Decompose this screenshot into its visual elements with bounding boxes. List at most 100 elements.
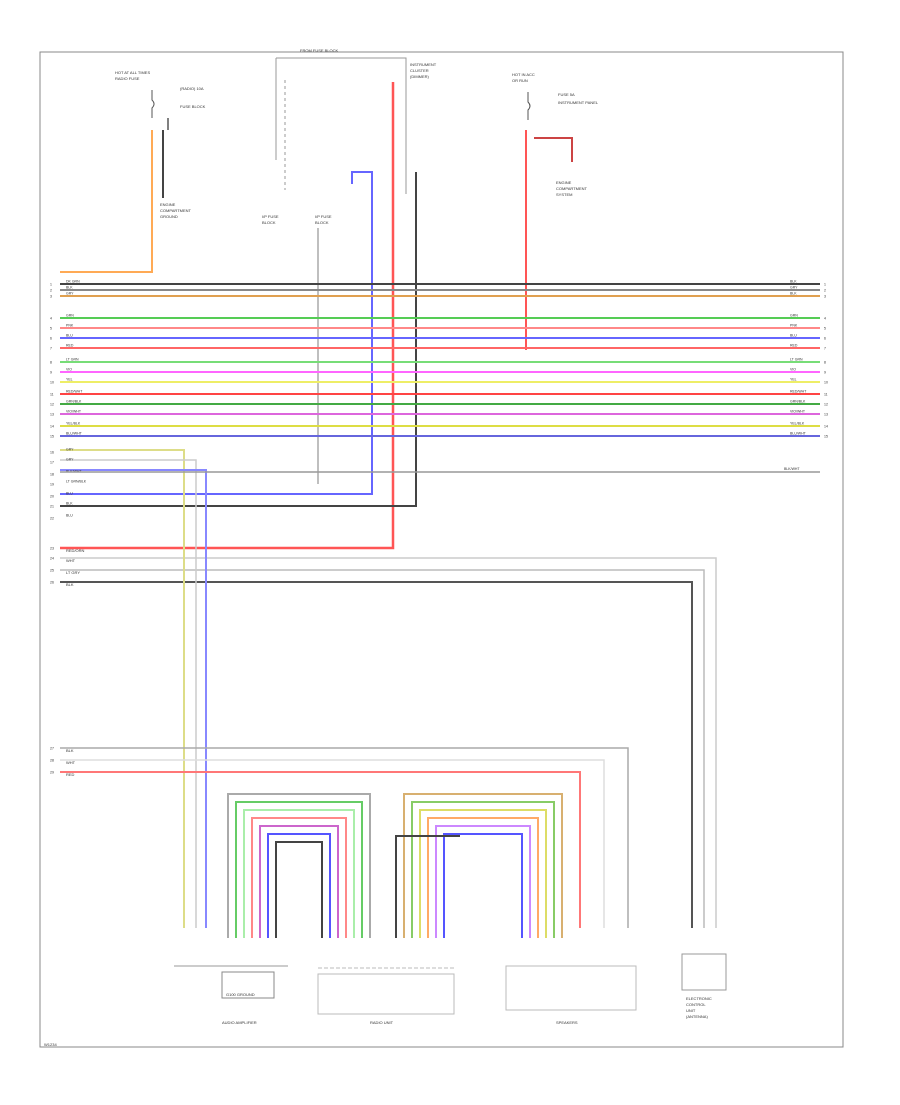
wire-blue-center — [60, 171, 373, 495]
speaker-harness — [227, 793, 563, 938]
pin-number-right-6: 6 — [824, 337, 826, 341]
loop2-orange — [427, 817, 539, 938]
loop2-yellow — [419, 809, 547, 938]
fuse-right-label-c: FUSE 5A — [558, 92, 575, 97]
amp-label-3: RED — [66, 772, 75, 777]
bus-label-right-9: VIO — [790, 368, 796, 372]
pin-number-right-14: 14 — [824, 425, 828, 429]
lower-label-1: GRY — [66, 448, 74, 452]
mid-label-4: BLK — [66, 582, 74, 587]
pin-number-left-18: 18 — [50, 473, 54, 477]
pin-number-left-1: 1 — [50, 283, 52, 287]
lower-label-7: BLU — [66, 514, 73, 518]
pin-number-right-11: 11 — [824, 393, 828, 397]
radio-connector-box — [317, 973, 455, 1015]
fuse-right-lower-c: SYSTEM — [556, 192, 572, 197]
pin-number-left-13: 13 — [50, 413, 54, 417]
ecu-label-b: CONTROL — [686, 1002, 706, 1007]
speakers-label: SPEAKERS — [556, 1020, 578, 1025]
pin-number-right-1: 1 — [824, 283, 826, 287]
bus-label-right-14: YEL/BLK — [790, 422, 805, 426]
wire-red-center — [60, 82, 395, 550]
pin-number-right-5: 5 — [824, 327, 826, 331]
loop2-tan — [403, 793, 563, 938]
mid-label-2: WHT — [66, 558, 76, 563]
fuse-right-symbol — [527, 92, 531, 120]
pin-number-left-29: 29 — [50, 771, 54, 775]
bus-label-right-12: GRN/BLK — [790, 400, 806, 404]
bus-label-right-3: BLK — [790, 292, 797, 296]
pin-number-left-20: 20 — [50, 495, 54, 499]
bus-label-right-13: VIO/WHT — [790, 410, 806, 414]
center-label-b: BLOCK — [262, 220, 276, 225]
lower-label-6: BLK — [66, 502, 73, 506]
mid-label-1: RED/ORN — [66, 548, 85, 553]
pin-number-left-9: 9 — [50, 371, 52, 375]
vertical-wires — [60, 82, 717, 928]
pin-number-left-10: 10 — [50, 381, 54, 385]
pin-number-left-24: 24 — [50, 557, 54, 561]
lower-label-4: LT GRN/BLK — [66, 480, 87, 484]
bus-label-right-11: RED/WHT — [790, 390, 807, 394]
bus-label-left-1: DK GRN — [66, 280, 80, 284]
bus-label-left-14: YEL/BLK — [66, 422, 81, 426]
mid-bus-labels: RED/ORN WHT LT GRY BLK BLK WHT RED — [66, 548, 85, 777]
bus-label-left-15: BLU/WHT — [66, 432, 83, 436]
center-label-d: BLOCK — [315, 220, 329, 225]
center-right-b: CLUSTER — [410, 68, 429, 73]
ecu-box — [681, 953, 727, 991]
pin-number-left-16: 16 — [50, 451, 54, 455]
pin-number-right-4: 4 — [824, 317, 826, 321]
pin-number-left-2: 2 — [50, 289, 52, 293]
bus-label-left-11: RED/WHT — [66, 390, 83, 394]
bus-label-right-10: YEL — [790, 378, 797, 382]
center-label-a: I/P FUSE — [262, 214, 279, 219]
pin-number-left-28: 28 — [50, 759, 54, 763]
pin-number-left-22: 22 — [50, 517, 54, 521]
wire-black-trunk — [60, 581, 693, 928]
loop2-black — [395, 835, 460, 938]
bus-label-left-5: PNK — [66, 324, 74, 328]
wire-gray-trunk — [60, 557, 717, 928]
module-labels: G100 GROUND AUDIO AMPLIFIER RADIO UNIT S… — [44, 992, 712, 1047]
wire-gray-trunk-2 — [60, 569, 705, 928]
fuse-right-lower-a: ENGINE — [556, 180, 572, 185]
fuse-left-lower-c: GROUND — [160, 214, 178, 219]
ecu-label-a: ELECTRONIC — [686, 996, 712, 1001]
pin-number-left-26: 26 — [50, 581, 54, 585]
pin-number-right-7: 7 — [824, 347, 826, 351]
fuse-block-left: HOT AT ALL TIMES RADIO FUSE (RADIO) 10A … — [115, 70, 206, 219]
loop-light-green — [243, 809, 355, 938]
loop2-blue — [443, 833, 523, 938]
bus-label-left-6: BLU — [66, 334, 73, 338]
bus-label-right-8: LT GRN — [790, 358, 803, 362]
lower-right-label: BLK/WHT — [784, 467, 800, 471]
center-label-c: I/P FUSE — [315, 214, 332, 219]
pin-number-right-9: 9 — [824, 371, 826, 375]
fuse-left-lower-a: ENGINE — [160, 202, 176, 207]
mid-label-3: LT GRY — [66, 570, 80, 575]
bus-label-right-5: PNK — [790, 324, 798, 328]
ground-box — [221, 971, 275, 999]
fuse-left-label-a: HOT AT ALL TIMES — [115, 70, 150, 75]
pin-number-left-14: 14 — [50, 425, 54, 429]
pin-number-right-10: 10 — [824, 381, 828, 385]
loop-black — [275, 841, 323, 938]
bus-label-right-2: GRY — [790, 286, 798, 290]
pin-number-right-13: 13 — [824, 413, 828, 417]
pin-number-right-12: 12 — [824, 403, 828, 407]
pin-number-right-8: 8 — [824, 361, 826, 365]
pin-number-left-6: 6 — [50, 337, 52, 341]
pin-number-left-12: 12 — [50, 403, 54, 407]
wire-blue-down — [60, 469, 207, 928]
pin-number-right-2: 2 — [824, 289, 826, 293]
bus-label-left-8: LT GRN — [66, 358, 79, 362]
fuse-left-label-b: RADIO FUSE — [115, 76, 140, 81]
loop2-violet — [435, 825, 531, 938]
lower-label-5: BLU — [66, 492, 73, 496]
pin-number-left-27: 27 — [50, 747, 54, 751]
